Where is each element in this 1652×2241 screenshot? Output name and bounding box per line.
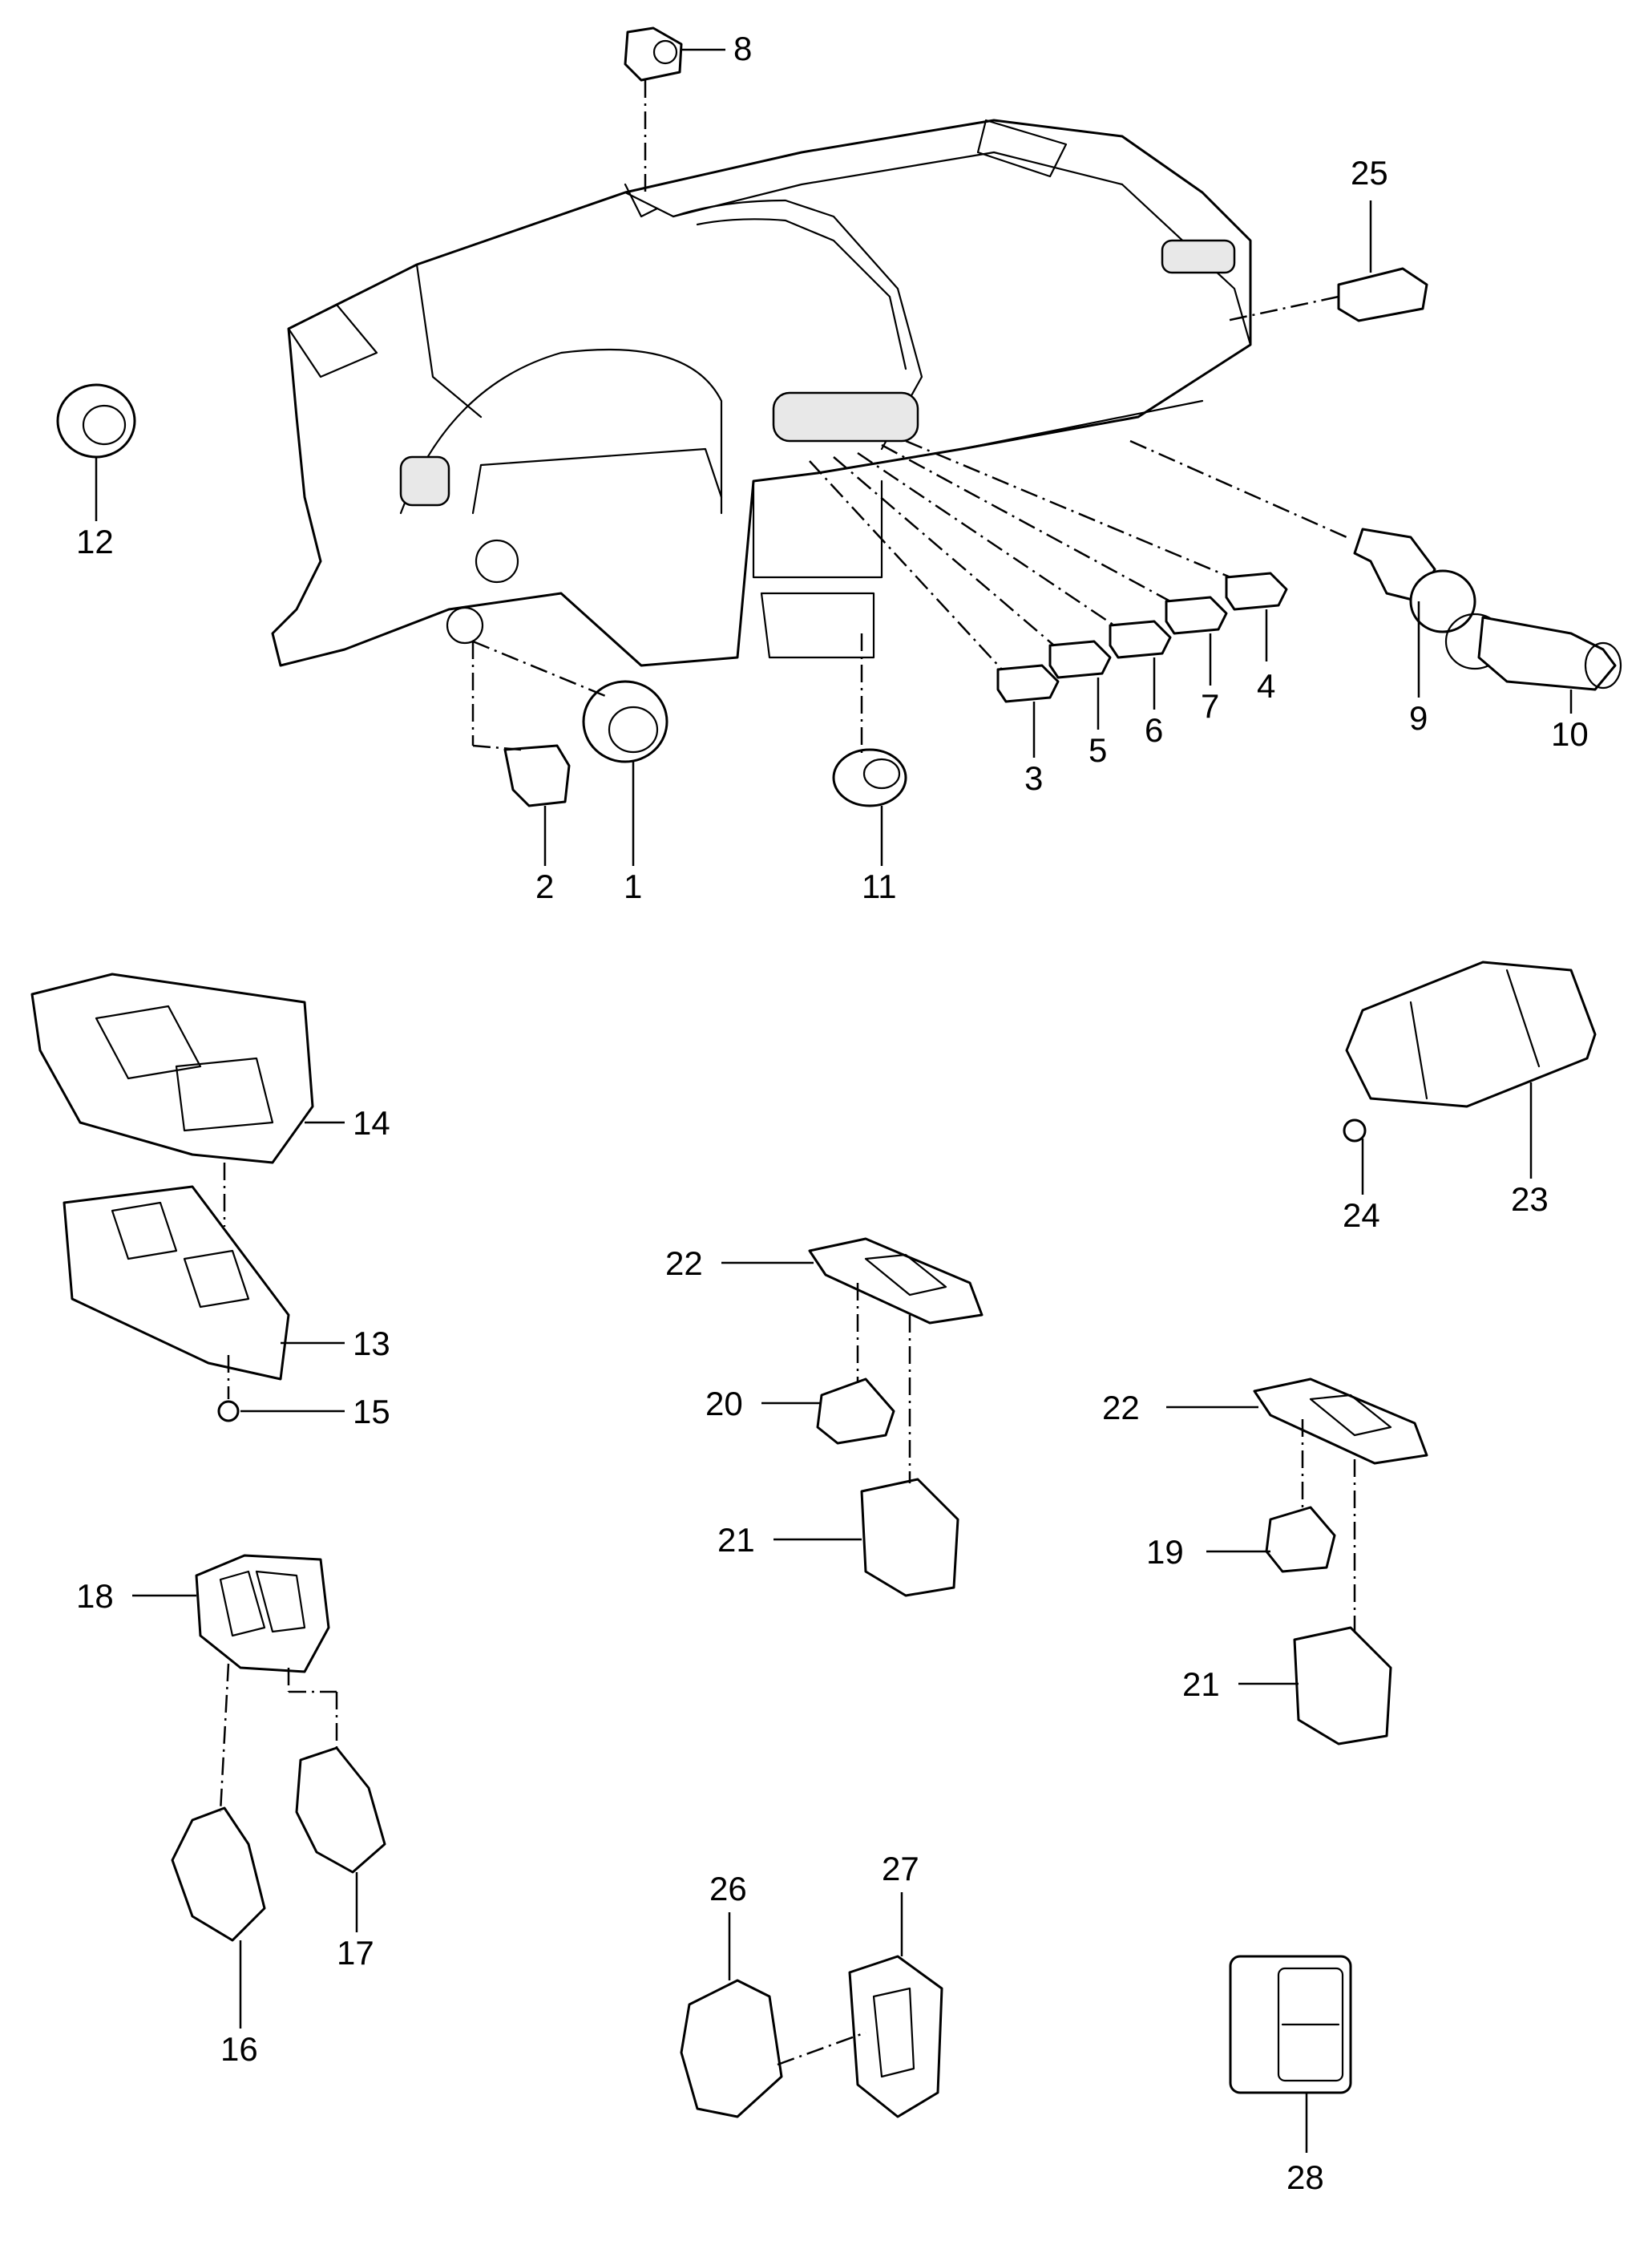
part-12-switch xyxy=(56,383,136,459)
callout-21a: 21 xyxy=(717,1521,755,1559)
part-2-switch xyxy=(503,744,571,807)
part-28-tilt-switch xyxy=(1229,1955,1352,2094)
part-21-switch xyxy=(860,1478,959,1597)
part-18-switch-frame xyxy=(195,1554,330,1673)
part-6-switch xyxy=(1109,620,1172,659)
callout-7: 7 xyxy=(1201,687,1219,725)
callout-24: 24 xyxy=(1343,1196,1380,1234)
part-3-switch xyxy=(996,664,1060,703)
part-4-switch xyxy=(1225,572,1288,611)
part-25-switch xyxy=(1337,267,1428,322)
callout-10: 10 xyxy=(1551,715,1589,753)
part-19-switch xyxy=(1265,1506,1336,1573)
callout-labels: 1 2 3 4 5 6 7 8 9 10 11 12 13 14 15 16 1… xyxy=(76,30,1589,2196)
callout-22a: 22 xyxy=(665,1244,703,1282)
part-1-ignition-lock xyxy=(582,680,668,763)
callout-25: 25 xyxy=(1351,154,1388,192)
callout-11: 11 xyxy=(862,868,897,905)
part-23-steering-column-switch xyxy=(1345,961,1597,1108)
leader-lines xyxy=(95,48,1573,2153)
part-20-switch xyxy=(816,1377,895,1445)
callout-14: 14 xyxy=(353,1104,390,1142)
assembly-lines xyxy=(219,80,1356,2066)
callout-27: 27 xyxy=(882,1850,919,1887)
callout-3: 3 xyxy=(1024,759,1043,797)
callout-16: 16 xyxy=(220,2030,258,2068)
part-17-switch xyxy=(295,1746,386,1874)
callout-19: 19 xyxy=(1146,1533,1184,1571)
callout-26: 26 xyxy=(709,1870,747,1907)
callout-1: 1 xyxy=(624,868,642,905)
part-24-screw xyxy=(1343,1118,1367,1143)
callout-5: 5 xyxy=(1089,731,1107,769)
part-10-cigarette-lighter xyxy=(1477,616,1622,691)
callout-18: 18 xyxy=(76,1577,114,1615)
part-16-switch xyxy=(171,1806,266,1942)
callout-22b: 22 xyxy=(1102,1389,1140,1426)
part-27-switch-frame xyxy=(848,1955,943,2118)
callout-20: 20 xyxy=(705,1385,743,1422)
part-5-switch xyxy=(1048,640,1112,679)
callout-28: 28 xyxy=(1286,2158,1324,2196)
part-8-sensor xyxy=(624,26,683,82)
callout-6: 6 xyxy=(1145,711,1163,749)
callout-13: 13 xyxy=(353,1325,390,1362)
callout-21b: 21 xyxy=(1182,1665,1220,1703)
callout-8: 8 xyxy=(733,30,752,67)
part-26-switch xyxy=(680,1979,783,2118)
callout-17: 17 xyxy=(337,1934,374,1972)
dashboard-assembly xyxy=(271,119,1252,667)
part-22-switch-frame xyxy=(808,1237,984,1325)
callout-4: 4 xyxy=(1257,667,1275,705)
callout-12: 12 xyxy=(76,523,114,560)
callout-23: 23 xyxy=(1511,1180,1549,1218)
part-11-switch xyxy=(832,748,907,807)
part-15-screw xyxy=(217,1400,240,1422)
part-22-switch-frame-right xyxy=(1253,1377,1428,1465)
part-13-window-switch-block xyxy=(63,1185,290,1381)
callout-2: 2 xyxy=(535,868,554,905)
callout-15: 15 xyxy=(353,1393,390,1430)
part-14-window-switch-cover xyxy=(30,973,314,1164)
part-7-switch xyxy=(1165,596,1228,635)
part-21-switch-right xyxy=(1293,1626,1392,1745)
callout-9: 9 xyxy=(1409,699,1428,737)
